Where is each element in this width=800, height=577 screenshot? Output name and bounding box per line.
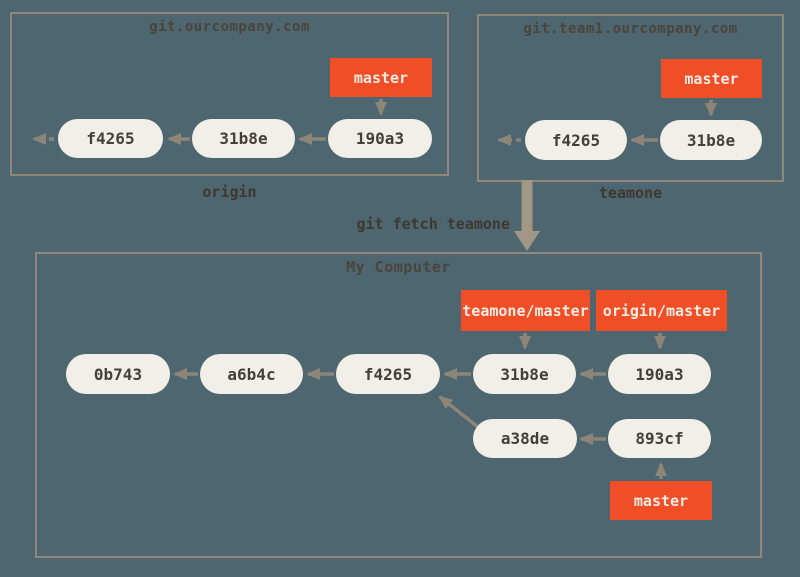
teamone-remote-label: teamone	[598, 184, 663, 202]
origin-commit-31b8e: 31b8e	[192, 119, 295, 158]
local-repo-box	[35, 252, 762, 558]
local-commit-31b8e: 31b8e	[473, 354, 576, 394]
local-commit-0b743: 0b743	[66, 354, 170, 394]
teamone-commit-31b8e: 31b8e	[660, 120, 762, 160]
origin-master-branch: master	[330, 58, 432, 97]
origin-commit-f4265: f4265	[58, 119, 163, 158]
origin-remote-title: git.ourcompany.com	[149, 19, 310, 35]
teamone-master-remote-ref: teamone/master	[461, 290, 590, 331]
local-commit-f4265: f4265	[336, 354, 440, 394]
fetch-command-label: git fetch teamone	[356, 215, 510, 233]
local-commit-190a3: 190a3	[608, 354, 711, 394]
origin-remote-box	[10, 12, 449, 176]
origin-remote-label: origin	[202, 183, 257, 201]
teamone-master-branch: master	[661, 59, 762, 98]
teamone-remote-box	[477, 14, 784, 182]
origin-commit-190a3: 190a3	[328, 119, 432, 158]
teamone-commit-f4265: f4265	[525, 120, 627, 160]
local-master-branch: master	[610, 481, 712, 520]
teamone-remote-title: git.team1.ourcompany.com	[523, 21, 738, 37]
local-commit-a6b4c: a6b4c	[200, 354, 303, 394]
local-commit-a38de: a38de	[473, 419, 577, 458]
local-commit-893cf: 893cf	[608, 419, 711, 458]
origin-master-remote-ref: origin/master	[596, 290, 727, 331]
local-repo-title: My Computer	[346, 258, 451, 276]
